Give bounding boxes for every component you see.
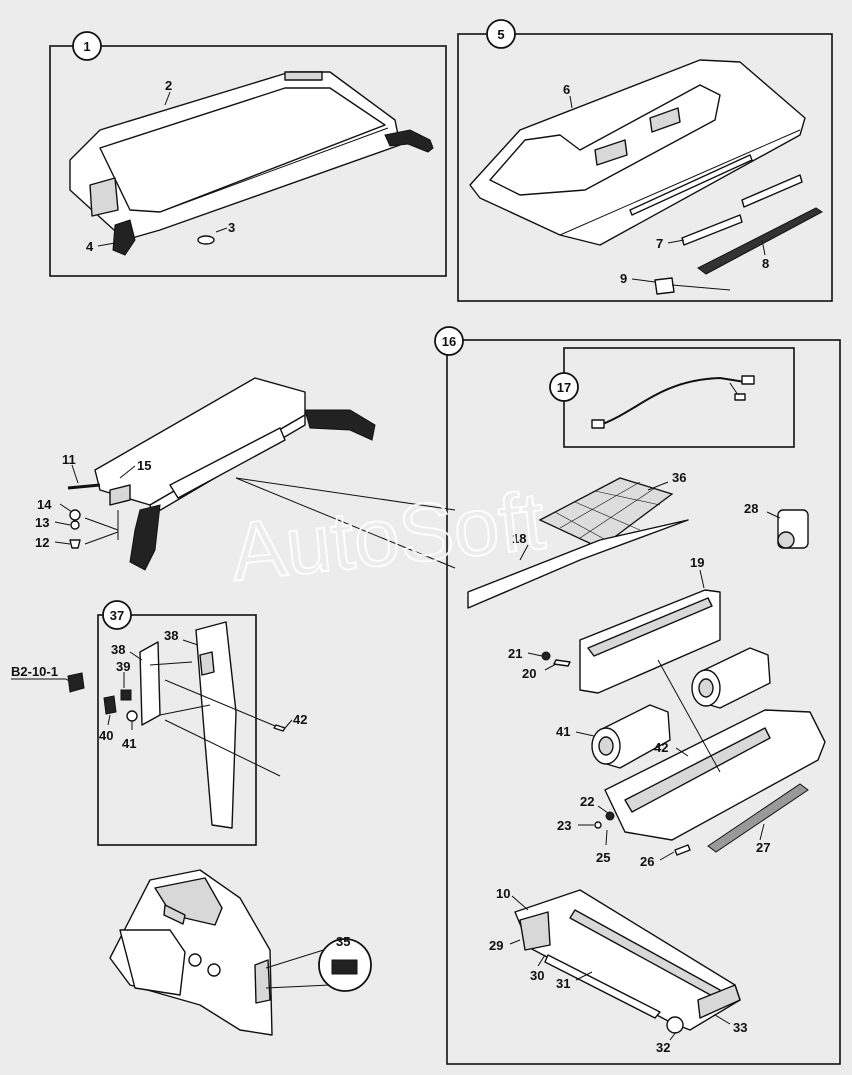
callout-7: 7: [656, 236, 663, 251]
part-12-screw: [69, 539, 81, 549]
callout-41: 41: [122, 736, 136, 751]
group-1-badge: [72, 31, 102, 61]
part-20-screw: [553, 659, 571, 667]
part-8-seal: [697, 207, 823, 275]
group-17-frame: [563, 347, 795, 448]
part-10-connector: [331, 959, 358, 975]
part-22-blower-b: [691, 647, 771, 709]
part-38-panel: [139, 641, 161, 726]
callout-2: 2: [165, 78, 172, 93]
callout-11: 11: [62, 452, 76, 467]
group-16-badge: [434, 326, 464, 356]
callout-34: 33: [733, 1020, 747, 1035]
callout-9: 9: [620, 271, 627, 286]
harness-connector-b: [741, 375, 755, 385]
callout-14: 14: [37, 497, 52, 512]
group-16-frame: [446, 339, 841, 1065]
part-28-knob: [777, 531, 795, 549]
group-37-frame: [97, 614, 257, 846]
group-16-label: 16: [442, 334, 456, 349]
callout-31: 30: [530, 968, 544, 983]
callout-42: 42: [293, 712, 307, 727]
part-ref-connector: [67, 672, 85, 693]
lower-housing-drawing: [514, 889, 741, 1034]
callout-30: 29: [489, 938, 503, 953]
roof-panel-drawing: [69, 71, 434, 256]
group-37-badge: [102, 600, 132, 630]
part-3-grommet: [197, 235, 215, 245]
group-5-frame: [457, 33, 833, 302]
part-40-clip: [103, 695, 117, 715]
part-26-washer: [594, 821, 602, 829]
harness-connector-c: [734, 393, 746, 401]
callout-19: 19: [690, 555, 704, 570]
headliner-drawing: [469, 59, 806, 246]
console-drawing: [109, 869, 273, 1036]
callout-21: 21: [508, 646, 522, 661]
group-1-label: 1: [83, 39, 90, 54]
part-13-washer: [70, 520, 80, 530]
callout-25: 22: [580, 794, 594, 809]
heater-duct-drawing: [94, 377, 376, 571]
callout-33: 32: [656, 1040, 670, 1055]
callout-4: 4: [86, 239, 94, 254]
callout-15: 15: [137, 458, 151, 473]
part-11-clamp: [67, 483, 101, 490]
ref-label-b2-10-1: B2-10-1: [11, 664, 58, 679]
callout-6: 6: [563, 82, 570, 97]
callout-23: 42: [654, 740, 668, 755]
part-9-clip: [654, 277, 675, 295]
callout-12: 12: [35, 535, 49, 550]
callout-22: 41: [556, 724, 570, 739]
callout-27: 26: [640, 854, 654, 869]
callout-8: 8: [762, 256, 769, 271]
part-7-strip: [681, 214, 743, 246]
part-22-blower: [591, 704, 671, 769]
part-7-strip-b: [741, 174, 803, 208]
part-39-clip: [120, 689, 132, 701]
callout-28: 28: [744, 501, 758, 516]
callout-39: 39: [116, 659, 130, 674]
callout-36: 36: [672, 470, 686, 485]
part-14-washer: [69, 509, 81, 521]
callout-3: 3: [228, 220, 235, 235]
part-35-seal: [707, 783, 809, 853]
part-41-grommet: [126, 710, 138, 722]
part-23-housing: [604, 709, 826, 841]
group-37-label: 37: [110, 608, 124, 623]
callout-10: 35: [336, 934, 350, 949]
group-1-frame: [49, 45, 447, 277]
group-5-label: 5: [497, 27, 504, 42]
callout-24: 25: [596, 850, 610, 865]
callout-18: 18: [512, 531, 526, 546]
callout-38: 38: [111, 642, 125, 657]
callout-32: 31: [556, 976, 570, 991]
part-42-screw: [273, 724, 286, 732]
callout-29: 10: [496, 886, 510, 901]
wiring-harness: [599, 376, 746, 426]
group-5-badge: [486, 19, 516, 49]
callout-40: 40: [99, 728, 113, 743]
part-27-screw: [674, 844, 691, 856]
part-18-plate: [467, 519, 689, 609]
part-38-trim: [195, 621, 237, 829]
group-17-label: 17: [557, 380, 571, 395]
harness-connector-a: [591, 419, 605, 429]
part-21-nut: [541, 651, 551, 661]
callout-13: 13: [35, 515, 49, 530]
callout-38-b: 38: [164, 628, 178, 643]
callout-35: 27: [756, 840, 770, 855]
callout-20: 20: [522, 666, 536, 681]
callout-26: 23: [557, 818, 571, 833]
group-17-badge: [549, 372, 579, 402]
part-36-filter-mesh: [538, 477, 674, 549]
part-25-bolt: [605, 811, 615, 821]
